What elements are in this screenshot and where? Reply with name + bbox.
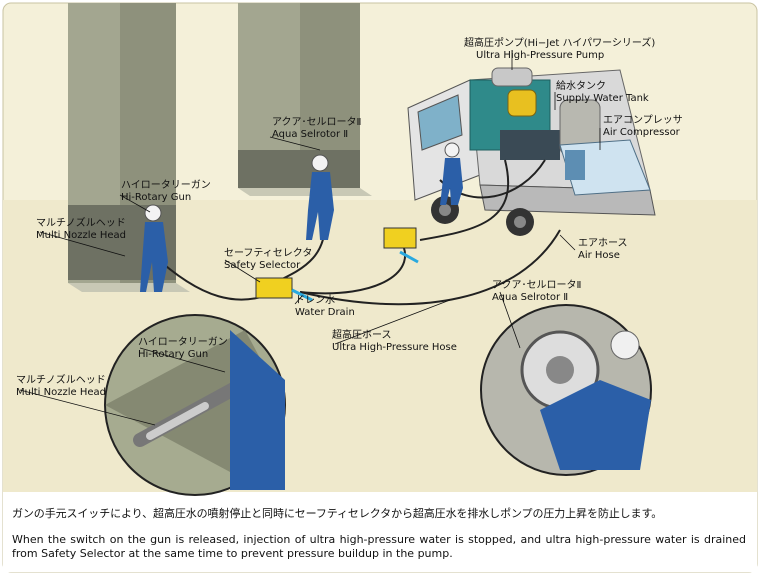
- label-hp-hose-jp: 超高圧ホース: [332, 330, 392, 341]
- air-compressor: [559, 139, 651, 196]
- zoom-circle-selrotor: [480, 304, 652, 476]
- label-selrotor-bottom-en: Aqua Selrotor Ⅱ: [492, 292, 569, 303]
- worker-truck: [440, 142, 463, 205]
- zoom-circle-gun: [104, 314, 286, 496]
- worker-left: [140, 204, 168, 292]
- label-selector: セーフティセレクタ Safety Selector: [224, 248, 312, 272]
- label-nozzle-bottom-en: Multi Nozzle Head: [16, 387, 106, 398]
- label-gun-bottom: ハイロータリーガン Hi-Rotary Gun: [138, 337, 228, 361]
- label-pump-en: Ultra High-Pressure Pump: [476, 50, 605, 61]
- label-compressor-jp: エアコンプレッサ: [603, 115, 683, 126]
- label-nozzle-top-jp: マルチノズルヘッド: [36, 218, 126, 229]
- worker-center: [306, 154, 334, 240]
- label-gun-top-jp: ハイロータリーガン: [121, 180, 211, 191]
- label-hp-hose-en: Ultra High-Pressure Hose: [332, 342, 457, 353]
- label-drain-jp: ドレン水: [295, 295, 335, 306]
- label-pump: 超高圧ポンプ(Hi−Jet ハイパワーシリーズ) Ultra High-Pres…: [464, 38, 655, 62]
- label-tank: 給水タンク Supply Water Tank: [556, 81, 649, 105]
- label-selrotor-top-en: Aqua Selrotor Ⅱ: [272, 129, 349, 140]
- label-gun-top: ハイロータリーガン Hi-Rotary Gun: [121, 180, 211, 204]
- caption-area: [3, 492, 757, 572]
- label-selector-jp: セーフティセレクタ: [224, 248, 313, 259]
- label-selrotor-top-jp: アクア･セルロータⅡ: [272, 117, 362, 128]
- label-drain-en: Water Drain: [295, 307, 355, 318]
- label-selrotor-bottom: アクア･セルロータⅡ Aqua Selrotor Ⅱ: [492, 280, 581, 304]
- concrete-pillar-center: [238, 3, 372, 196]
- label-gun-bottom-jp: ハイロータリーガン: [138, 337, 228, 348]
- label-selrotor-top: アクア･セルロータⅡ Aqua Selrotor Ⅱ: [272, 117, 361, 141]
- label-nozzle-top-en: Multi Nozzle Head: [36, 230, 126, 241]
- label-nozzle-top: マルチノズルヘッド Multi Nozzle Head: [36, 218, 126, 242]
- ultra-high-pressure-pump: [469, 67, 560, 160]
- safety-selector-unit: [255, 227, 419, 302]
- label-hp-hose: 超高圧ホース Ultra High-Pressure Hose: [332, 330, 457, 354]
- label-nozzle-bottom: マルチノズルヘッド Multi Nozzle Head: [16, 375, 106, 399]
- label-nozzle-bottom-jp: マルチノズルヘッド: [16, 375, 106, 386]
- label-air-hose-en: Air Hose: [578, 250, 620, 261]
- caption-english: When the switch on the gun is released, …: [12, 533, 746, 560]
- label-compressor-en: Air Compressor: [603, 127, 680, 138]
- label-selrotor-bottom-jp: アクア･セルロータⅡ: [492, 280, 582, 291]
- label-compressor: エアコンプレッサ Air Compressor: [603, 115, 683, 139]
- label-gun-bottom-en: Hi-Rotary Gun: [138, 349, 209, 360]
- concrete-pillar-left: [68, 3, 190, 292]
- label-tank-jp: 給水タンク: [556, 81, 606, 92]
- label-drain: ドレン水 Water Drain: [295, 295, 355, 319]
- leader-lines: [19, 50, 601, 426]
- label-selector-en: Safety Selector: [224, 260, 301, 271]
- label-air-hose: エアホース Air Hose: [578, 238, 628, 262]
- label-gun-top-en: Hi-Rotary Gun: [121, 192, 192, 203]
- label-pump-jp: 超高圧ポンプ(Hi−Jet ハイパワーシリーズ): [464, 38, 656, 49]
- label-air-hose-jp: エアホース: [578, 238, 628, 249]
- label-tank-en: Supply Water Tank: [556, 93, 649, 104]
- caption-japanese: ガンの手元スイッチにより、超高圧水の噴射停止と同時にセーフティセレクタから超高圧…: [12, 507, 663, 520]
